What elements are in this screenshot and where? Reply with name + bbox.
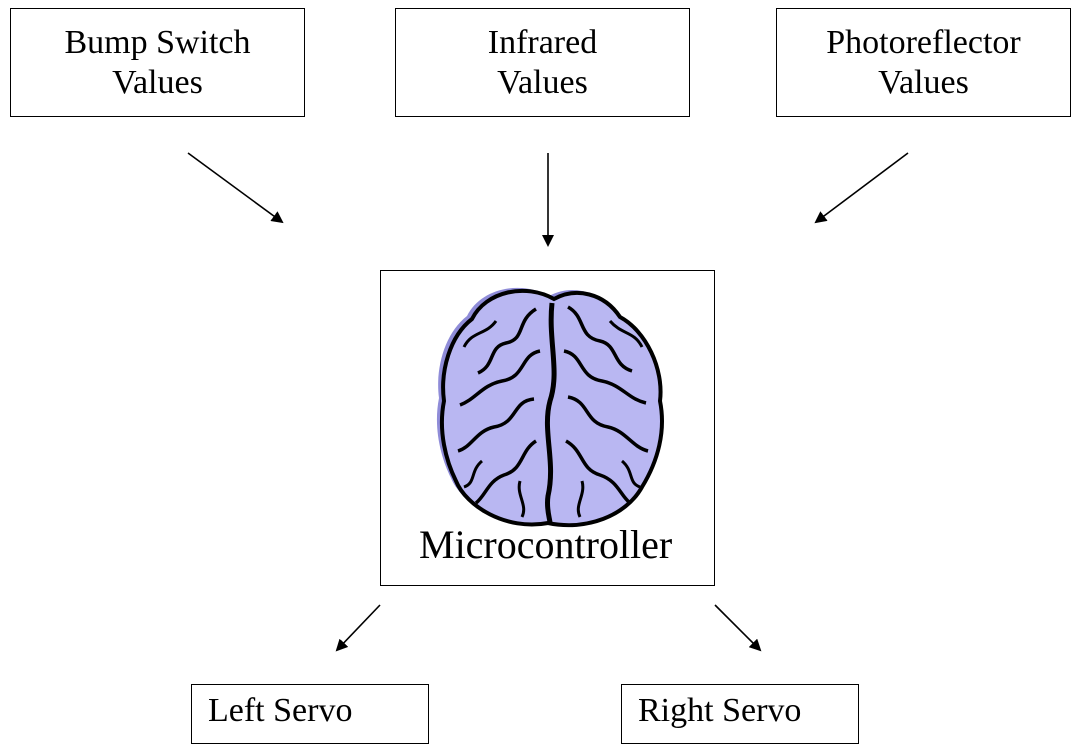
infrared-line1: Infrared: [487, 24, 598, 61]
infrared-label: Infrared Values: [396, 23, 689, 103]
right-servo-label: Right Servo: [638, 692, 802, 729]
arrow-bump-to-mc: [187, 152, 284, 224]
left-servo-label: Left Servo: [208, 692, 353, 729]
photoreflector-line2: Values: [878, 64, 969, 101]
bump-switch-line1: Bump Switch: [64, 24, 251, 61]
infrared-box: Infrared Values: [395, 8, 690, 117]
microcontroller-box: Microcontroller: [380, 270, 715, 586]
arrow-mc-to-right: [714, 604, 762, 652]
bump-switch-line2: Values: [112, 64, 203, 101]
infrared-line2: Values: [497, 64, 588, 101]
photoreflector-label: Photoreflector Values: [777, 23, 1070, 103]
left-servo-box: Left Servo: [191, 684, 429, 744]
photoreflector-box: Photoreflector Values: [776, 8, 1071, 117]
brain-icon: [436, 287, 664, 528]
microcontroller-label: Microcontroller: [419, 522, 673, 567]
arrow-mc-to-left: [335, 604, 381, 652]
bump-switch-label: Bump Switch Values: [11, 23, 304, 103]
bump-switch-box: Bump Switch Values: [10, 8, 305, 117]
photoreflector-line1: Photoreflector: [826, 24, 1021, 61]
arrow-photo-to-mc: [814, 152, 909, 224]
right-servo-box: Right Servo: [621, 684, 859, 744]
